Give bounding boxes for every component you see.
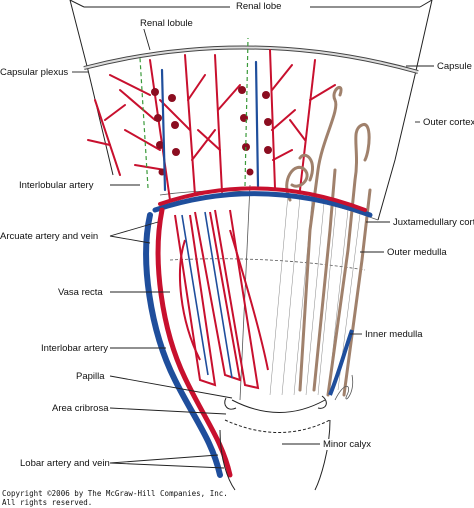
outer-medulla-label: Outer medulla — [387, 247, 447, 258]
papilla-and-calyx — [219, 395, 331, 491]
inner-medulla-label: Inner medulla — [365, 329, 423, 340]
capsular-plexus-label: Capsular plexus — [0, 67, 69, 78]
interlobular-artery-label: Interlobular artery — [19, 180, 94, 191]
vasa-recta-label: Vasa recta — [58, 287, 103, 298]
vasa-recta-veins — [181, 211, 233, 379]
lobule-boundaries — [139, 37, 249, 189]
renal-lobule-label: Renal lobule — [140, 18, 193, 29]
interlobar-artery-label: Interlobar artery — [41, 343, 109, 354]
outer-cortex-label: Outer cortex — [423, 117, 474, 128]
renal-lobe-bracket — [69, 0, 433, 8]
renal-lobe-label: Renal lobe — [236, 1, 282, 12]
renal-tubules — [285, 85, 372, 397]
capsule-label: Capsule — [437, 61, 472, 72]
lobule-veins — [160, 60, 260, 192]
lobar-artery-and-vein-label: Lobar artery and vein — [20, 458, 110, 469]
vasa-recta — [174, 209, 269, 390]
zone-lines — [159, 184, 379, 401]
signature-mark — [334, 374, 354, 401]
leader-lines — [72, 25, 434, 469]
glomeruli — [151, 86, 272, 176]
copyright-line-1: Copyright ©2006 by The McGraw-Hill Compa… — [2, 489, 228, 498]
arcuate-vessels — [152, 186, 373, 218]
lobe-outline — [69, 0, 433, 221]
arcuate-artery-and-vein-label: Arcuate artery and vein — [0, 231, 99, 242]
interlobular-arteries — [87, 49, 336, 201]
capsule — [83, 45, 419, 74]
inner-medulla-vein — [328, 329, 354, 396]
copyright-line-2: All rights reserved. — [2, 498, 93, 507]
papilla-label: Papilla — [76, 371, 105, 382]
area-cribrosa-label: Area cribrosa — [52, 403, 109, 414]
interlobar-vessels — [143, 207, 233, 478]
juxtamedullary-cortex-label: Juxtamedullary cortex — [393, 217, 474, 228]
minor-calyx-label: Minor calyx — [323, 439, 372, 450]
